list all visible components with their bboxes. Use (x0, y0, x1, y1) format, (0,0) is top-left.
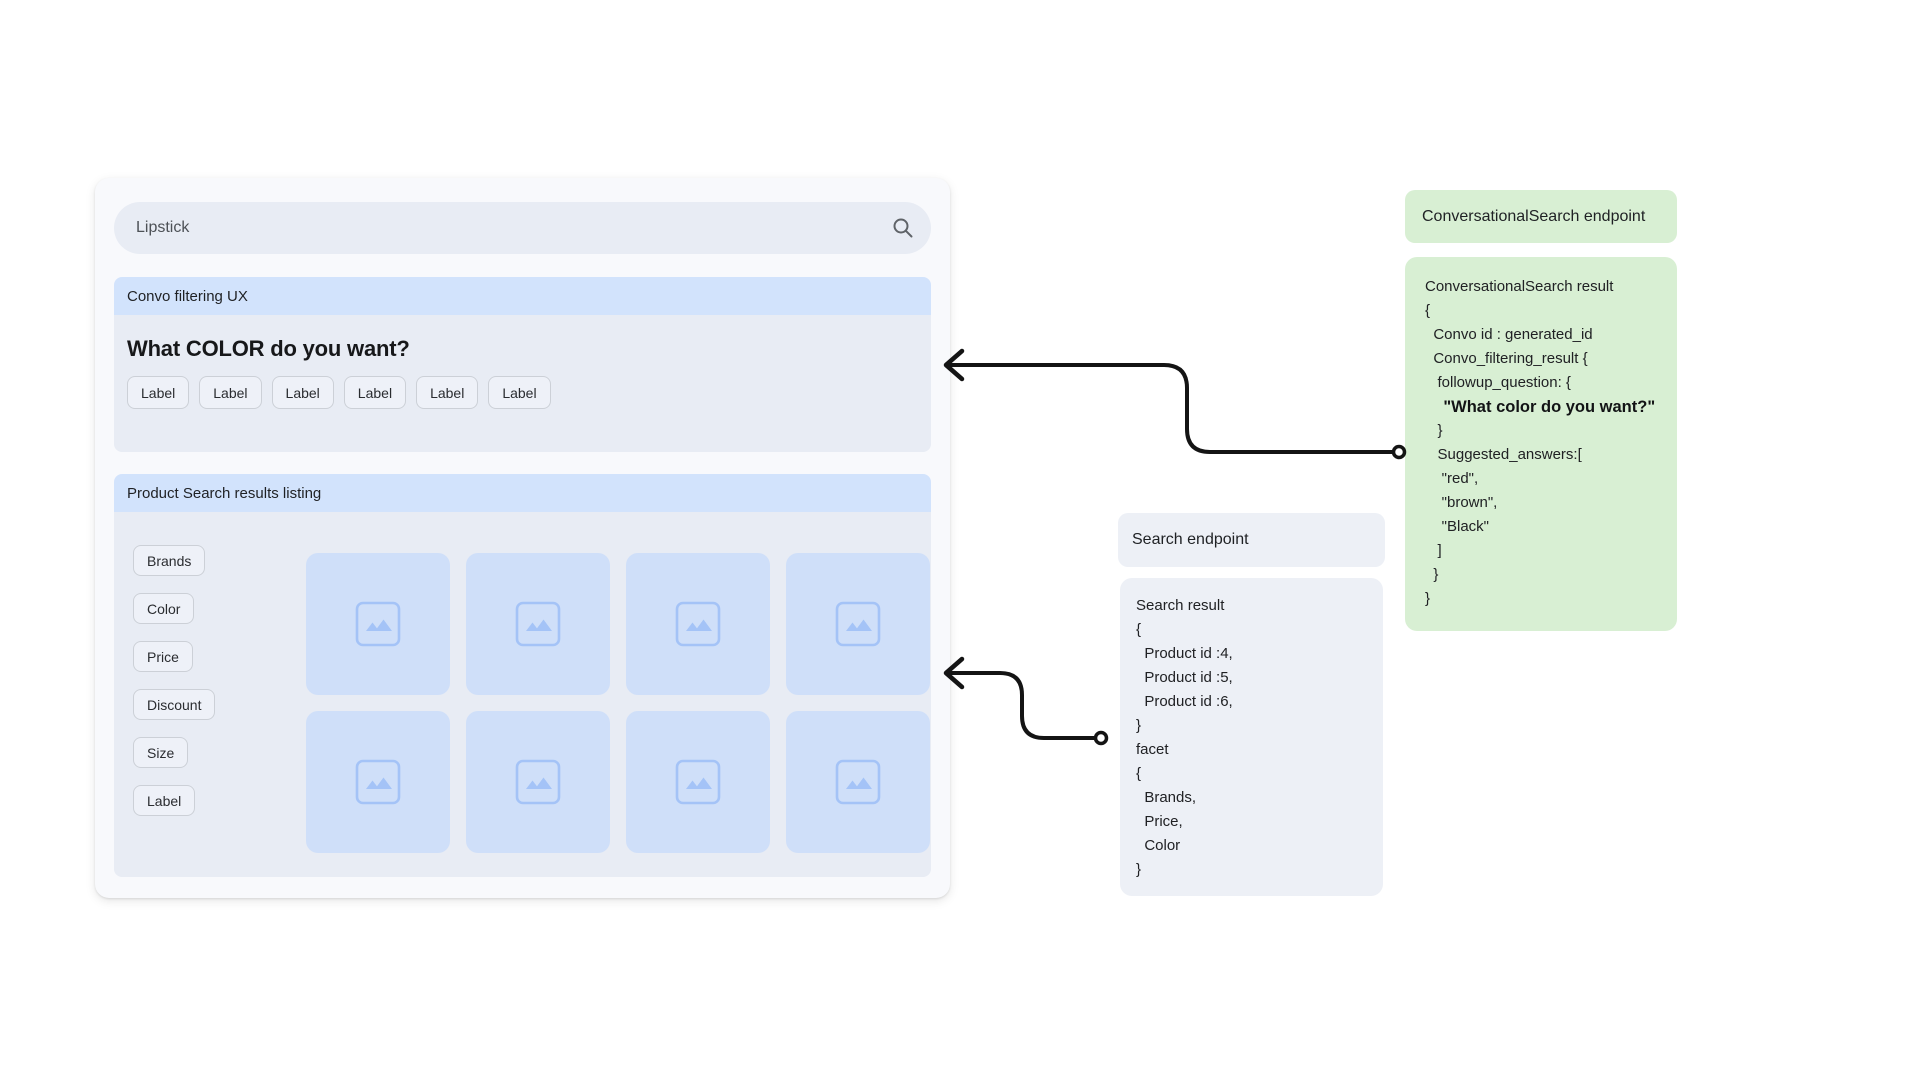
connector-top (949, 363, 1399, 454)
image-placeholder-icon (835, 601, 881, 647)
code-line: "What color do you want?" (1425, 398, 1656, 416)
code-line: Product id :6, (1136, 693, 1233, 710)
conversational-endpoint-label: ConversationalSearch endpoint (1422, 207, 1646, 225)
code-line: Convo id : generated_id (1425, 326, 1593, 343)
convo-filtering-header: Convo filtering UX (114, 277, 931, 315)
code-line: facet (1136, 741, 1169, 758)
product-results-header: Product Search results listing (114, 474, 931, 512)
code-line: Suggested_answers:[ (1425, 446, 1582, 463)
convo-filtering-card: Convo filtering UX What COLOR do you wan… (114, 277, 931, 452)
code-line: } (1425, 590, 1431, 607)
facet-filter-button[interactable]: Discount (133, 689, 216, 720)
product-results-card: Product Search results listing Brands Co… (114, 474, 931, 877)
facet-filter-button[interactable]: Brands (133, 545, 206, 576)
product-tile[interactable] (466, 711, 610, 853)
code-line: "brown", (1425, 494, 1498, 511)
image-placeholder-icon (835, 759, 881, 805)
code-line: } (1425, 566, 1439, 583)
image-placeholder-icon (515, 759, 561, 805)
code-line: } (1425, 422, 1443, 439)
search-result-box: Search result { Product id :4, Product i… (1120, 578, 1383, 896)
answer-chip[interactable]: Label (127, 376, 190, 409)
product-tile[interactable] (306, 553, 450, 695)
facet-filter-button[interactable]: Label (133, 785, 196, 816)
search-endpoint-box: Search endpoint (1118, 513, 1385, 567)
product-tile[interactable] (306, 711, 450, 853)
code-line: Product id :5, (1136, 669, 1233, 686)
answer-chip[interactable]: Label (271, 376, 334, 409)
product-tile-grid (306, 553, 930, 853)
followup-question-heading: What COLOR do you want? (127, 336, 410, 361)
code-line: } (1136, 861, 1142, 878)
code-line: Search result (1136, 597, 1225, 614)
code-line: Color (1136, 837, 1181, 854)
facet-filter-button[interactable]: Color (133, 593, 195, 624)
image-placeholder-icon (355, 759, 401, 805)
product-tile[interactable] (786, 711, 930, 853)
product-results-header-label: Product Search results listing (127, 484, 322, 502)
code-line: Brands, (1136, 789, 1197, 806)
image-placeholder-icon (515, 601, 561, 647)
code-line: } (1136, 717, 1142, 734)
search-ui-mockup-panel: Lipstick Convo filtering UX What COLOR d… (95, 178, 950, 898)
facet-filter-button[interactable]: Size (133, 737, 189, 768)
code-line: Product id :4, (1136, 645, 1233, 662)
code-line: "Black" (1425, 518, 1489, 535)
code-line: { (1136, 765, 1142, 782)
product-tile[interactable] (786, 553, 930, 695)
image-placeholder-icon (355, 601, 401, 647)
convo-filtering-header-label: Convo filtering UX (127, 287, 248, 305)
product-tile[interactable] (466, 553, 610, 695)
answer-chip[interactable]: Label (488, 376, 551, 409)
answer-chip-row: Label Label Label Label Label Label (127, 376, 931, 409)
code-line: Convo_filtering_result { (1425, 350, 1588, 367)
facet-filter-button[interactable]: Price (133, 641, 193, 672)
code-line: "red", (1425, 470, 1479, 487)
search-input[interactable]: Lipstick (114, 202, 931, 254)
answer-chip[interactable]: Label (343, 376, 407, 409)
code-line: followup_question: { (1425, 374, 1571, 391)
connector-origin-dot (1391, 444, 1407, 460)
answer-chip[interactable]: Label (416, 376, 479, 409)
search-endpoint-label: Search endpoint (1132, 531, 1249, 548)
facet-filter-column: Brands Color Price Discount Size Label (133, 545, 216, 816)
product-tile[interactable] (626, 711, 770, 853)
search-query-text: Lipstick (136, 219, 190, 236)
image-placeholder-icon (675, 759, 721, 805)
code-line: ] (1425, 542, 1442, 559)
product-results-body: Brands Color Price Discount Size Label (114, 512, 931, 877)
code-line: { (1425, 302, 1431, 319)
convo-filtering-body: What COLOR do you want? Label Label Labe… (114, 315, 931, 452)
conversational-result-box: ConversationalSearch result { Convo id :… (1405, 257, 1677, 631)
product-tile[interactable] (626, 553, 770, 695)
connector-bottom (949, 671, 1101, 740)
answer-chip[interactable]: Label (199, 376, 262, 409)
image-placeholder-icon (675, 601, 721, 647)
conversational-endpoint-box: ConversationalSearch endpoint (1405, 190, 1677, 243)
code-line: Price, (1136, 813, 1183, 830)
search-icon[interactable] (891, 216, 915, 240)
connector-origin-dot (1093, 730, 1109, 746)
code-line: ConversationalSearch result (1425, 278, 1614, 295)
code-line: { (1136, 621, 1142, 638)
